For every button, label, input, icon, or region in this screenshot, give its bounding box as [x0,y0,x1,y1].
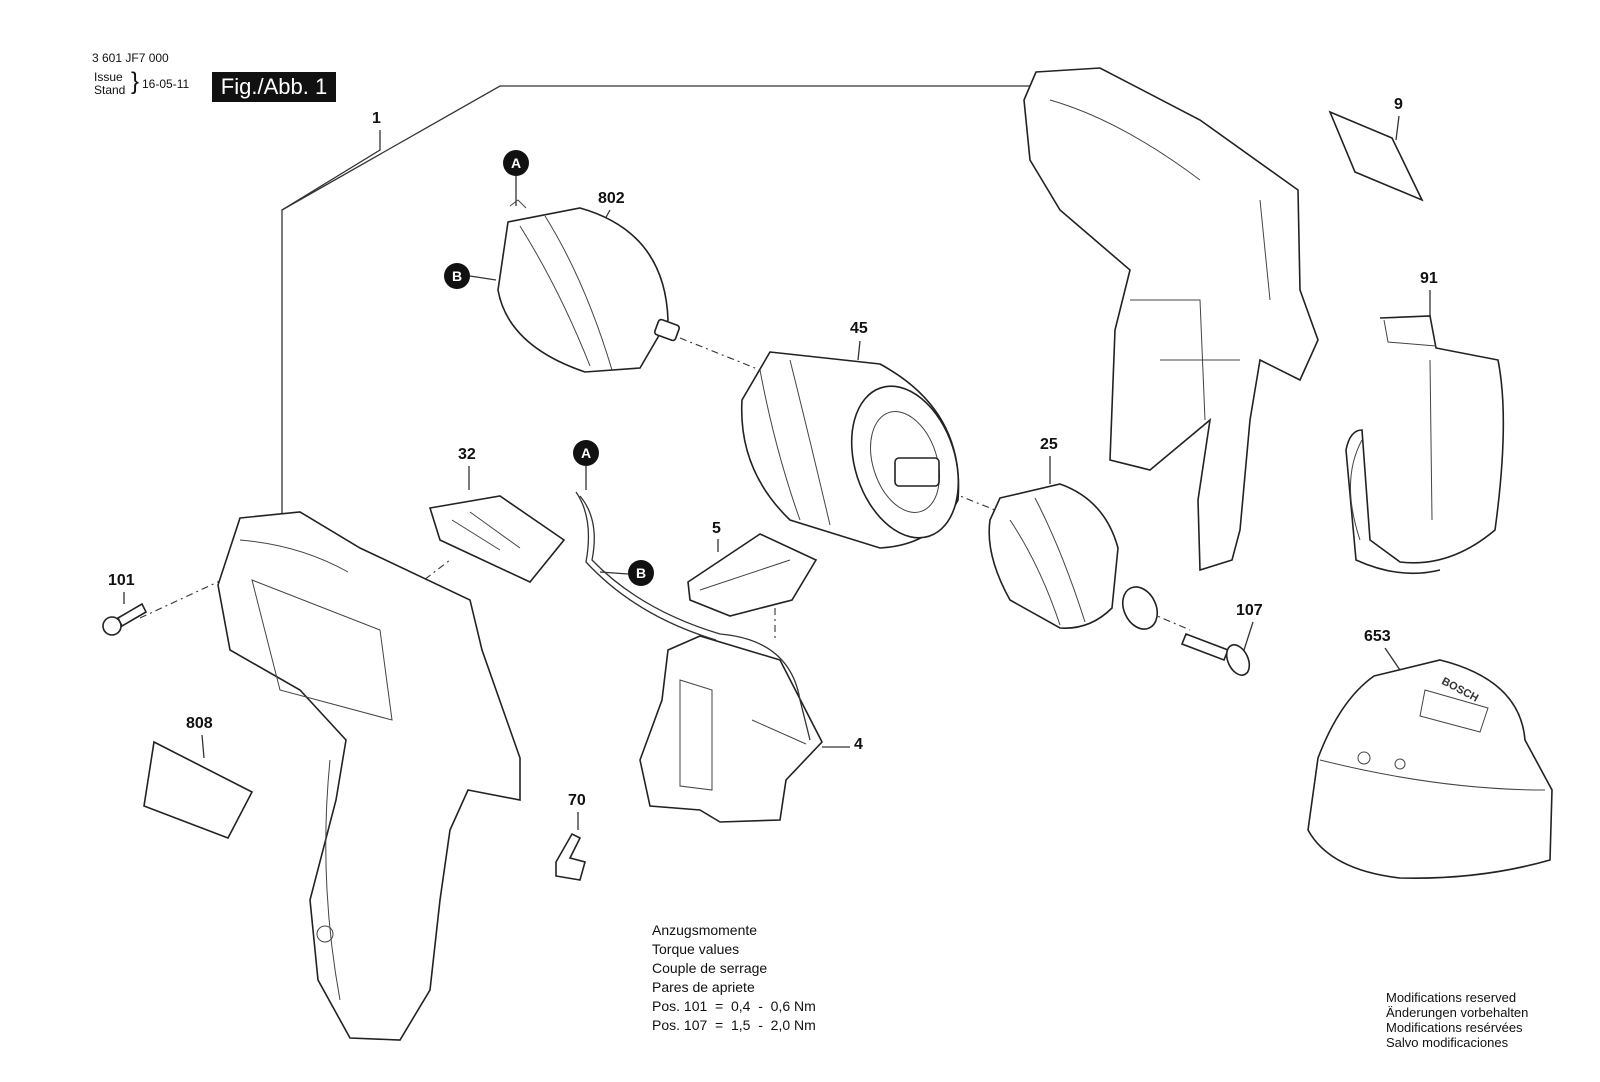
switch-part-4 [575,491,823,823]
leader-9 [1395,115,1400,141]
part-label-101: 101 [108,572,135,589]
part-label-107: 107 [1236,602,1263,619]
part-label-4: 4 [854,736,863,753]
part-label-1: 1 [372,110,381,127]
gearbox-part-45 [740,351,960,549]
housing-right-half-part-1 [1023,67,1319,572]
motor-part-802 [497,199,681,373]
leader-marker-b-top [469,275,497,281]
part-label-91: 91 [1420,270,1438,287]
connection-marker-a-wire: A [573,440,599,466]
leader-45 [857,340,861,361]
part-label-653: 653 [1364,628,1391,645]
leader-808 [201,734,205,759]
leader-653 [1384,647,1401,671]
part-label-802: 802 [598,190,625,207]
connection-marker-b-motor: B [444,263,470,289]
axis-motor-gearbox [679,337,761,371]
part-label-9: 9 [1394,96,1403,113]
torque-title-de: Anzugsmomente [652,922,758,938]
torque-title-en: Torque values [652,941,740,957]
charger-part-653 [1307,659,1553,879]
screw-part-101 [102,602,148,636]
switch-slider-part-32 [428,495,566,583]
modifications-fr: Modifications resérvées [1386,1020,1523,1035]
part-label-5: 5 [712,520,721,537]
part-label-70: 70 [568,792,586,809]
axis-chuck-screw [1147,611,1191,631]
part-label-808: 808 [186,715,213,732]
figure-label: Fig./Abb. 1 [212,72,336,102]
modifications-de: Änderungen vorbehalten [1386,1005,1529,1020]
leader-line-part-1-top [281,85,1030,211]
torque-pos-107: Pos. 107 = 1,5 - 2,0 Nm [652,1017,816,1033]
connection-marker-b-wire: B [628,560,654,586]
chuck-part-25 [988,483,1159,630]
torque-pos-101: Pos. 101 = 0,4 - 0,6 Nm [652,998,816,1014]
part-label-45: 45 [850,320,868,337]
wire-harness [579,495,811,741]
label-part-9 [1328,110,1424,202]
torque-title-fr: Couple de serrage [652,960,768,976]
housing-left-half-part-1 [217,511,521,1041]
leader-107 [1243,621,1254,651]
battery-part-91 [1345,315,1505,575]
screw-part-107 [1180,632,1251,676]
part-label-25: 25 [1040,436,1058,453]
issue-label: Issue [94,70,123,84]
document-number: 3 601 JF7 000 [92,51,169,65]
stand-label: Stand [94,83,126,97]
modifications-es: Salvo modificaciones [1386,1035,1509,1050]
axis-screw-101 [139,579,223,619]
label-part-808 [143,740,254,840]
cover-part-5 [687,533,818,617]
torque-title-es: Pares de apriete [652,979,755,995]
torque-values-block: Anzugsmomente Torque values Couple de se… [652,921,816,1035]
brace-glyph: } [131,68,140,95]
modifications-note: Modifications reserved Änderungen vorbeh… [1386,990,1528,1050]
part-label-32: 32 [458,446,476,463]
clip-part-70 [555,832,586,881]
connection-marker-a-motor: A [503,150,529,176]
leader-line-part-1 [281,130,381,516]
modifications-en: Modifications reserved [1386,990,1517,1005]
axis-part-32 [397,559,451,601]
revision-date: 16-05-11 [142,77,190,91]
